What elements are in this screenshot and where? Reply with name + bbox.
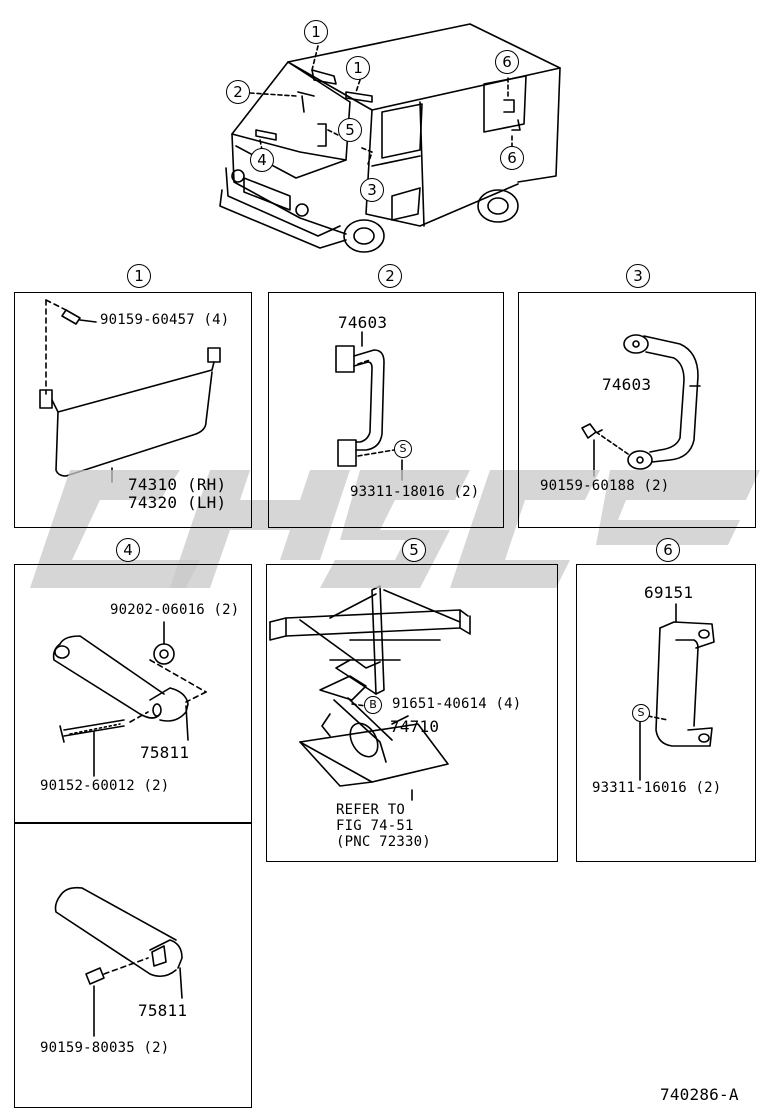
section-marker-6: 6: [656, 538, 680, 562]
panel5-bolt-label: 91651-40614 (4): [392, 696, 522, 712]
overview-callout-6b: 6: [500, 146, 524, 170]
panel-5-frame: [266, 564, 558, 862]
section-marker-3: 3: [626, 264, 650, 288]
panel4-artwork: [52, 621, 207, 777]
overview-callout-1a: 1: [304, 20, 328, 44]
panel-3-frame: [518, 292, 756, 528]
panel1-part-lh-label: 74320 (LH): [128, 493, 227, 512]
overview-callout-2: 2: [226, 80, 250, 104]
panel6-screw-label: 93311-16016 (2): [592, 780, 722, 796]
panel1-screw-label: 90159-60457 (4): [100, 312, 230, 328]
panel5-ref-line1: REFER TO: [336, 802, 406, 818]
panel-2-frame: [268, 292, 504, 528]
section-marker-2: 2: [378, 264, 402, 288]
section-marker-5: 5: [402, 538, 426, 562]
panel5-ref-line3: (PNC 72330): [336, 834, 431, 850]
panel3-part-label: 74603: [602, 375, 652, 394]
panel2-screw-label: 93311-18016 (2): [350, 484, 480, 500]
overview-callout-5: 5: [338, 118, 362, 142]
overview-callout-1b: 1: [346, 56, 370, 80]
panel4b-artwork: [54, 886, 183, 1037]
panel6-part-label: 69151: [644, 583, 694, 602]
panel5-ref-line2: FIG 74-51: [336, 818, 414, 834]
panel4-part-label: 75811: [140, 743, 190, 762]
panel5-b-marker: B: [364, 696, 382, 714]
panel-1-frame: [14, 292, 252, 528]
overview-callout-3: 3: [360, 178, 384, 202]
panel6-s-marker: S: [632, 704, 650, 722]
panel2-artwork: [335, 345, 395, 467]
panel4b-screw-label: 90159-80035 (2): [40, 1040, 170, 1056]
panel-4b-frame: [14, 822, 252, 1108]
section-marker-1: 1: [127, 264, 151, 288]
panel5-artwork: [269, 585, 471, 801]
panel4-cap-label: 90202-06016 (2): [110, 602, 240, 618]
panel-4-frame: [14, 564, 252, 824]
panel-6-frame: [576, 564, 756, 862]
van-illustration: [219, 23, 561, 253]
panel2-s-marker: S: [394, 440, 412, 458]
overview-callout-4: 4: [250, 148, 274, 172]
panel4b-part-label: 75811: [138, 1001, 188, 1020]
panel5-part-label: 74710: [390, 717, 440, 736]
panel3-screw-label: 90159-60188 (2): [540, 478, 670, 494]
overview-callout-6a: 6: [495, 50, 519, 74]
panel2-part-label: 74603: [338, 313, 388, 332]
figure-code: 740286-A: [660, 1085, 739, 1104]
panel1-part-rh-label: 74310 (RH): [128, 475, 227, 494]
panel4-screw-label: 90152-60012 (2): [40, 778, 170, 794]
panel6-artwork: [639, 603, 715, 781]
section-marker-4: 4: [116, 538, 140, 562]
